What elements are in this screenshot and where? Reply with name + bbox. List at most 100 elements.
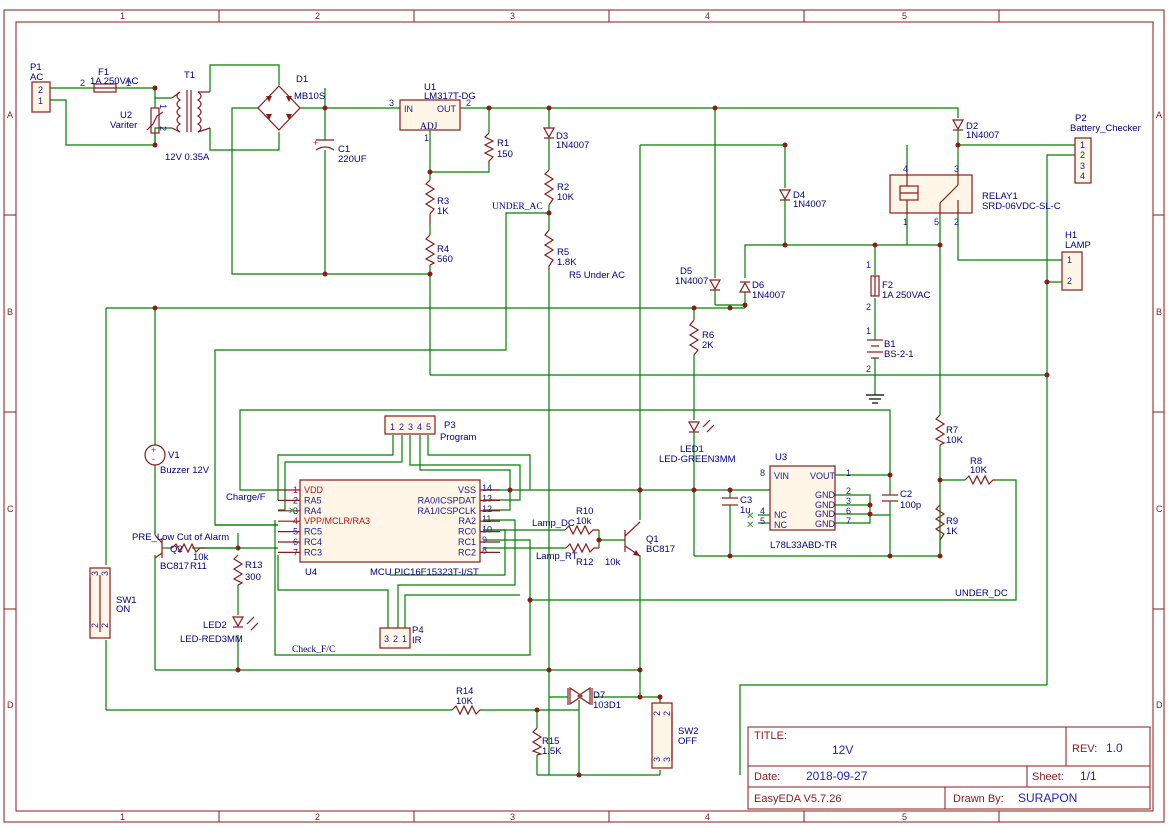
r3-resistor[interactable]: R3 1K (424, 179, 449, 225)
d5-diode[interactable]: D5 1N4007 (675, 266, 722, 293)
u2-pin-2: 2 (158, 126, 168, 131)
r7-resistor[interactable]: R7 10K (934, 414, 964, 446)
d5-value: 1N4007 (675, 276, 708, 287)
c3-capacitor[interactable]: C3 1u (722, 495, 752, 516)
u1-regulator[interactable]: IN OUT ADJ 3 2 1 U1 LM317T-DG (389, 82, 476, 143)
p3-program-header[interactable]: 1 2 3 4 5 P3 Program (384, 415, 477, 443)
sw2-value: OFF (678, 736, 697, 747)
p1-ac-connector[interactable]: 2 1 P1 AC (30, 62, 51, 113)
d7-ref: D7 (593, 690, 605, 701)
d3-diode[interactable]: D3 1N4007 (542, 125, 589, 151)
r15-resistor[interactable]: R15 1.5K (531, 727, 562, 757)
led2[interactable]: LED2 LED-RED3MM (180, 616, 259, 645)
r11-value: 10k (193, 552, 209, 563)
r13-resistor[interactable]: R13 300 (232, 554, 262, 586)
p3-pin-1: 1 (390, 422, 395, 432)
h1-pin-1: 1 (1067, 255, 1072, 265)
q2-ref: Q2 (170, 544, 183, 555)
r13-ref: R13 (245, 560, 262, 571)
t1-transformer[interactable]: T1 12V 0.35A (165, 70, 211, 163)
row-label-b-right: B (1156, 307, 1162, 317)
u1-adj-label: ADJ (420, 122, 438, 132)
c2-capacitor[interactable]: C2 100p (882, 489, 921, 511)
u3-gnd1-label: GND (815, 490, 836, 500)
u4-pin-name-4: VPP/MCLR/RA3 (304, 516, 370, 526)
r4-resistor[interactable]: R4 560 (424, 234, 453, 266)
u4-pin-name-14: VSS (458, 485, 476, 495)
q2-transistor[interactable]: Q2 BC817 (154, 534, 189, 572)
relay-pin-2: 2 (954, 217, 959, 227)
r10-resistor[interactable]: R10 10k (564, 506, 599, 536)
d6-ref: D6 (752, 280, 764, 291)
r13-value: 300 (245, 572, 261, 583)
p4-pin-1: 1 (402, 634, 407, 644)
sw1-switch[interactable]: 3 3 2 2 SW1 ON (89, 567, 137, 639)
d7-diac[interactable]: D7 103D1 (549, 686, 621, 711)
v1-buzzer[interactable]: + - V1 Buzzer 12V (144, 444, 210, 476)
f2-fuse[interactable]: 1 2 F2 1A 250VAC (866, 260, 931, 312)
svg-text:✕: ✕ (746, 520, 754, 531)
b1-pin-2: 2 (866, 364, 871, 374)
u1-pin-2: 2 (466, 98, 471, 108)
r5-resistor[interactable]: R5 1.8K (543, 229, 577, 270)
r6-resistor[interactable]: R6 2K (688, 319, 714, 356)
relay-ref: RELAY1 (982, 191, 1018, 202)
d1-bridge-rectifier[interactable]: D1 MB10S (257, 74, 325, 131)
v1-value: Buzzer 12V (160, 465, 210, 476)
p3-pin-5: 5 (426, 422, 431, 432)
r8-resistor[interactable]: R8 10K (964, 456, 995, 486)
row-label-c-right: C (1156, 504, 1163, 514)
sw1-pin-a: 3 (90, 571, 100, 576)
sw2-switch[interactable]: 2 2 3 3 SW2 OFF (651, 702, 699, 769)
sw1-pin-c: 2 (90, 623, 100, 628)
p2-pin-3: 3 (1080, 161, 1085, 171)
r15-ref: R15 (542, 736, 559, 747)
net-label-pre-low: PRE_Low Cut of Alarm (132, 532, 229, 543)
r11-resistor[interactable]: 10k R11 (171, 542, 238, 572)
net-label-lamp-dc: Lamp_DC (532, 518, 575, 529)
net-label-r5-under-ac: R5 Under AC (569, 270, 625, 281)
b1-battery[interactable]: 1 2 B1 BS-2-1 (866, 326, 914, 374)
u3-pin-1: 1 (846, 468, 851, 478)
led1-value: LED-GREEN3MM (659, 454, 736, 465)
led2-ref: LED2 (203, 620, 227, 631)
d6-diode[interactable]: D6 1N4007 (738, 280, 785, 301)
d2-diode[interactable]: D2 1N4007 (951, 119, 999, 141)
p2-battery-checker-connector[interactable]: 1 2 3 4 P2 Battery_Checker (1070, 113, 1141, 184)
r8-value: 10K (970, 465, 988, 476)
u3-regulator[interactable]: VIN VOUT NC NC GND GND GND GND 8 1 4 5 2… (746, 452, 851, 551)
r2-resistor[interactable]: R2 10K (543, 169, 575, 206)
c1-capacitor[interactable]: + C1 220UF (313, 138, 367, 165)
c1-ref: C1 (338, 144, 350, 155)
u3-pin-8: 8 (760, 468, 765, 478)
relay1[interactable]: 4 3 1 5 2 RELAY1 SRD-06VDC-SL-C (889, 164, 1061, 227)
t1-ref: T1 (184, 70, 195, 81)
r1-resistor[interactable]: R1 150 (483, 132, 513, 165)
sw1-value: ON (116, 604, 130, 615)
col-label-5-bottom: 5 (902, 812, 907, 822)
net-label-under-ac: UNDER_AC (492, 202, 543, 212)
r12-value: 10k (605, 557, 621, 568)
u4-pin-name-12: RA1/ICSPCLK (417, 506, 476, 516)
r12-resistor[interactable]: R12 10k (565, 542, 621, 568)
p4-pin-2: 2 (393, 634, 398, 644)
sw1-ref: SW1 (116, 595, 137, 606)
led1[interactable]: LED1 LED-GREEN3MM (659, 419, 736, 465)
row-label-b: B (7, 307, 13, 317)
p2-pin-4: 4 (1080, 171, 1085, 181)
r9-resistor[interactable]: R9 1K (934, 504, 958, 541)
q1-transistor[interactable]: Q1 BC817 (624, 521, 675, 557)
h1-lamp-connector[interactable]: 1 2 H1 LAMP (1061, 230, 1091, 291)
r14-resistor[interactable]: R14 10K (451, 686, 482, 716)
r15-value: 1.5K (542, 746, 562, 757)
p4-pin-3: 3 (384, 634, 389, 644)
c2-value: 100p (900, 500, 921, 511)
p4-ir-connector[interactable]: 3 2 1 P4 IR (379, 625, 424, 649)
u4-pin-name-10: RC0 (458, 527, 476, 537)
f1-fuse[interactable]: F1 1A 250VAC 2 1 (80, 67, 140, 93)
d4-diode[interactable]: D4 1N4007 (778, 189, 826, 210)
u4-value: MCU PIC16F15323T-I/ST (370, 567, 479, 578)
u2-varistor[interactable]: U2 Variter 1 2 (110, 104, 168, 134)
u4-pin-num-11: 11 (482, 514, 491, 524)
